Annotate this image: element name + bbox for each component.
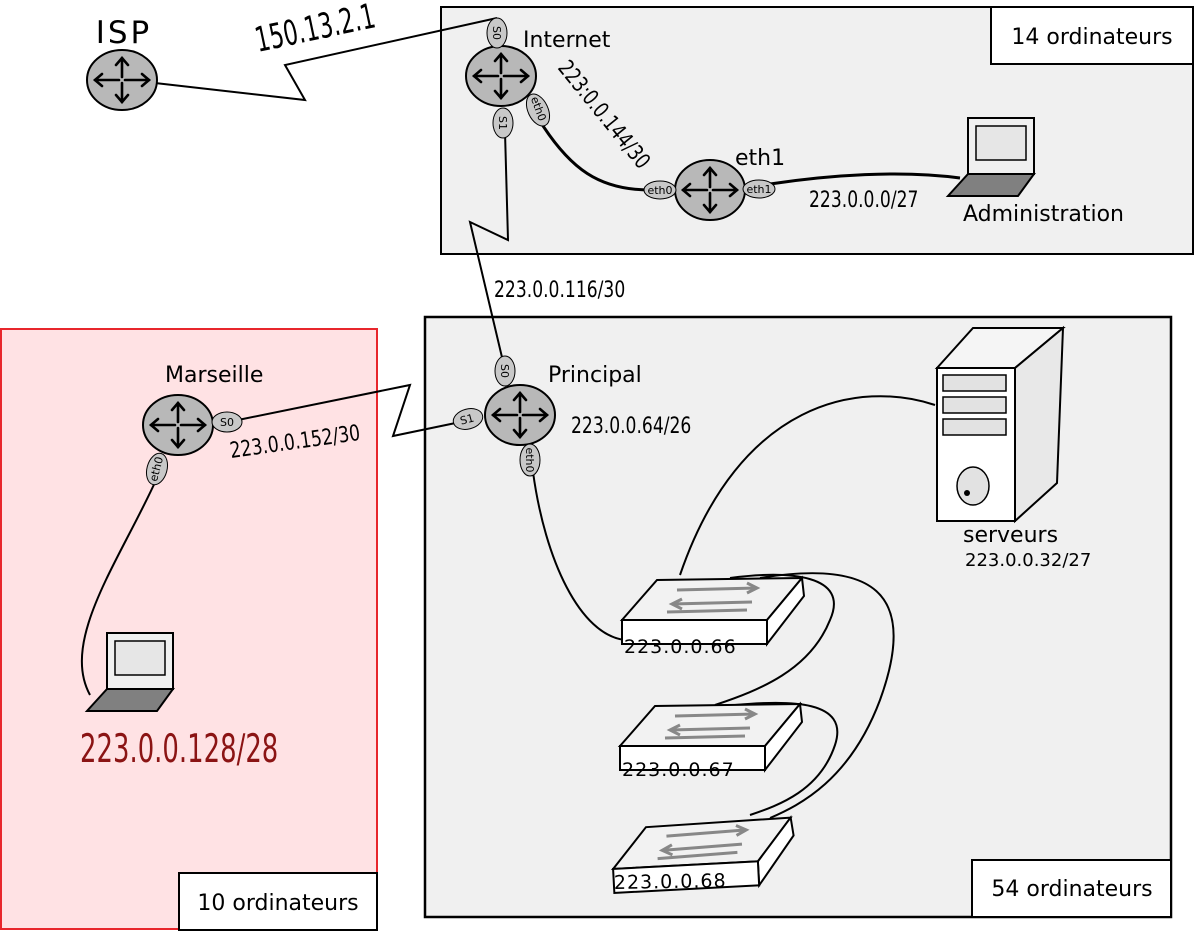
- iface-admin-eth1[interactable]: [742, 179, 776, 199]
- link-switch-server: [679, 395, 936, 576]
- switch-2-label: 223.0.0.67: [622, 759, 735, 781]
- iface-internet-s1-label: S1: [496, 116, 509, 130]
- router-internet-label: Internet: [523, 28, 611, 53]
- router-icon: [141, 393, 215, 457]
- iface-marseille-eth0[interactable]: [143, 451, 171, 487]
- router-internet[interactable]: [464, 44, 538, 108]
- switch-3-label: 223.0.0.68: [614, 870, 727, 894]
- label-isp-link: 150.13.2.1: [251, 0, 378, 60]
- link-admin-lan: [769, 172, 961, 186]
- iface-principal-eth0[interactable]: [519, 443, 541, 477]
- link-marseille-laptop: [80, 477, 158, 696]
- server-serveurs[interactable]: [934, 325, 1066, 524]
- count-box-marseille: [178, 872, 378, 931]
- label-administration: Administration: [963, 202, 1124, 227]
- iface-marseille-eth0-label: eth0: [147, 455, 166, 483]
- label-serveurs: serveurs: [963, 523, 1058, 548]
- iface-admin-eth0[interactable]: [643, 180, 677, 200]
- link-principal-switch: [532, 471, 626, 641]
- iface-principal-s0-label: S0: [498, 364, 511, 378]
- iface-internet-s1[interactable]: [492, 107, 514, 139]
- router-isp[interactable]: [85, 48, 159, 112]
- iface-principal-s1[interactable]: [451, 405, 485, 432]
- link-marseille-principal: [237, 383, 471, 438]
- switch-1-label: 223.0.0.66: [624, 636, 737, 658]
- link-internet-admin: [536, 117, 651, 192]
- label-marseille-network: 223.0.0.128/28: [80, 725, 278, 771]
- router-marseille[interactable]: [141, 393, 215, 457]
- iface-admin-eth1-label: eth1: [746, 183, 771, 196]
- count-box-principal: [971, 859, 1172, 918]
- count-principal: 54 ordinateurs: [991, 877, 1152, 902]
- link-switch1-switch3: [759, 572, 895, 819]
- iface-marseille-s0-label: S0: [220, 416, 234, 429]
- router-icon: [85, 48, 159, 112]
- label-internet-principal: 223.0.0.116/30: [494, 277, 625, 303]
- router-icon: [464, 44, 538, 108]
- iface-principal-s0[interactable]: [494, 355, 516, 387]
- router-principal[interactable]: [483, 383, 557, 447]
- count-internet: 14 ordinateurs: [1011, 25, 1172, 50]
- iface-principal-s1-label: S1: [459, 412, 476, 428]
- label-admin-lan: 223.0.0.0/27: [809, 187, 918, 213]
- router-principal-label: Principal: [548, 363, 642, 388]
- iface-internet-s0-label: S0: [490, 26, 503, 40]
- link-isp-internet: [154, 17, 498, 102]
- count-box-internet: [990, 6, 1194, 65]
- iface-internet-eth0[interactable]: [522, 90, 554, 129]
- router-marseille-label: Marseille: [165, 363, 263, 388]
- count-marseille: 10 ordinateurs: [197, 891, 358, 916]
- label-principal-lan: 223.0.0.64/26: [571, 413, 691, 439]
- link-internet-principal: [468, 131, 510, 371]
- link-switch2-switch3: [734, 701, 839, 816]
- iface-marseille-s0[interactable]: [211, 411, 243, 433]
- iface-principal-eth0-label: eth0: [523, 447, 536, 472]
- router-icon: [483, 383, 557, 447]
- iface-internet-s0[interactable]: [486, 17, 508, 49]
- router-isp-label: ISP: [96, 15, 153, 51]
- router-admin-label: eth1: [735, 146, 785, 171]
- label-serveurs-network: 223.0.0.32/27: [965, 550, 1091, 571]
- iface-admin-eth0-label: eth0: [647, 184, 672, 197]
